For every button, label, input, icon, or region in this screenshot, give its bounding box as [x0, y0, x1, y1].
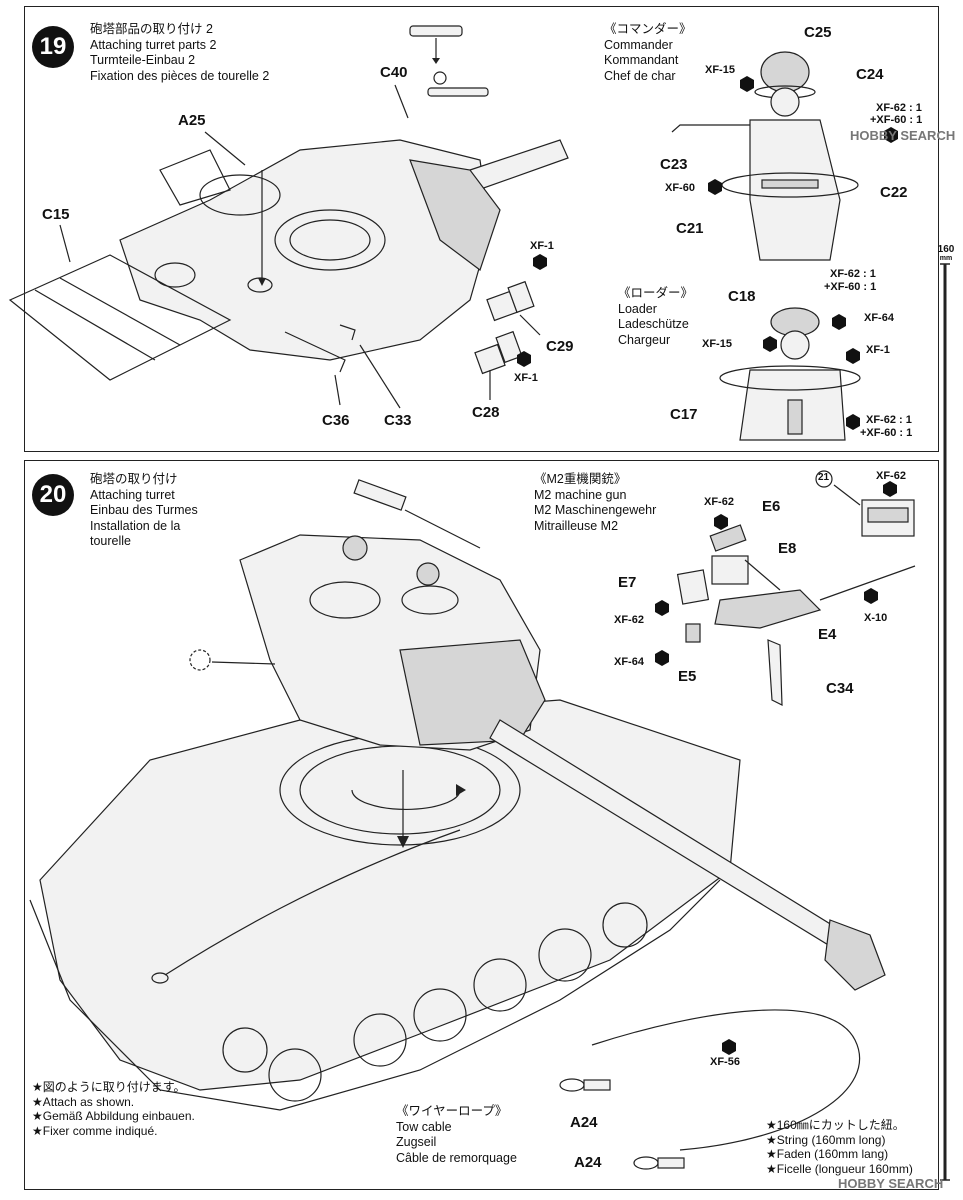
inset-ammo-box-illustration [815, 470, 915, 537]
step-19-title: 砲塔部品の取り付け 2 Attaching turret parts 2 Tur… [90, 22, 269, 84]
commander-title-fr: Chef de char [604, 68, 676, 83]
tow-cable-title-fr: Câble de remorquage [396, 1150, 517, 1165]
string-note-ja: ★160㎜にカットした紐。 [766, 1118, 905, 1132]
tow-cable-title: 《ワイヤーロープ》 Tow cable Zugseil Câble de rem… [396, 1104, 517, 1166]
commander-figure-illustration [671, 51, 898, 261]
part-label-c17: C17 [670, 406, 698, 423]
road-wheels [222, 902, 648, 1102]
part-label-c21: C21 [676, 220, 704, 237]
commander-title-en: Commander [604, 37, 673, 52]
paint-label-commander-xf60: XF-60 [665, 182, 695, 194]
watermark-bottom: HOBBY SEARCH [838, 1176, 944, 1191]
paint-label-commander-xf15: XF-15 [705, 64, 735, 76]
step-20-title-fr-2: tourelle [90, 534, 131, 548]
tow-cable-title-ja: 《ワイヤーロープ》 [396, 1104, 508, 1118]
part-label-a25: A25 [178, 112, 206, 129]
step-19-title-de: Turmteile-Einbau 2 [90, 53, 196, 67]
attach-note-ja: ★図のように取り付けます。 [32, 1080, 186, 1094]
part-label-a24-bottom: A24 [574, 1154, 602, 1171]
m2-title-ja: 《M2重機関銃》 [534, 472, 627, 486]
inset-ref-number: 21 [818, 472, 830, 483]
paint-label-loader-xf62-top: XF-62 : 1 [830, 268, 876, 280]
step-20-title: 砲塔の取り付け Attaching turret Einbau des Turm… [90, 472, 198, 550]
commander-title-de: Kommandant [604, 53, 679, 67]
paint-label-loader-xf62-bottom: XF-62 : 1 [866, 414, 912, 426]
commander-title-ja: 《コマンダー》 [604, 22, 692, 36]
m2-title-de: M2 Maschinengewehr [534, 503, 657, 517]
part-label-e4: E4 [818, 626, 837, 643]
loader-title-ja: 《ローダー》 [618, 286, 694, 300]
paint-label-m2-xf64: XF-64 [614, 656, 644, 668]
step-19-title-fr: Fixation des pièces de tourelle 2 [90, 68, 270, 83]
paint-label-loader-xf1: XF-1 [866, 344, 890, 356]
part-label-c34: C34 [826, 680, 854, 697]
paint-label-loader-xf15: XF-15 [702, 338, 732, 350]
attach-note-en: ★Attach as shown. [32, 1094, 135, 1109]
part-label-c40: C40 [380, 64, 408, 81]
part-label-c24: C24 [856, 66, 884, 83]
ruler-value: 160 [937, 244, 955, 255]
part-label-e5: E5 [678, 668, 697, 685]
ruler-unit: mm [939, 255, 953, 262]
loader-figure-illustration [719, 307, 861, 441]
step-20-title-ja: 砲塔の取り付け [90, 472, 178, 486]
paint-label-tow-xf56: XF-56 [710, 1056, 740, 1068]
part-label-a24-top: A24 [570, 1114, 598, 1131]
step-20-number: 20 [32, 474, 74, 516]
part-label-c36: C36 [322, 412, 350, 429]
step-20-title-de: Einbau des Turmes [90, 503, 198, 517]
part-label-e8: E8 [778, 540, 797, 557]
paint-label-xf1-b: XF-1 [514, 372, 538, 384]
tow-cable-illustration [559, 1009, 861, 1170]
m2-title: 《M2重機関銃》 M2 machine gun M2 Maschinengewe… [534, 472, 656, 534]
paint-label-loader-xf64: XF-64 [864, 312, 894, 324]
loader-title-fr: Chargeur [618, 332, 671, 347]
paint-label-loader-xf60-top: +XF-60 : 1 [824, 281, 877, 293]
part-label-c22: C22 [880, 184, 908, 201]
step-20-title-fr: Installation de la [90, 518, 181, 533]
loader-title-de: Ladeschütze [618, 317, 689, 331]
paint-label-commander-xf60-mix: +XF-60 : 1 [870, 114, 923, 126]
commander-title: 《コマンダー》 Commander Kommandant Chef de cha… [604, 22, 692, 84]
paint-label-m2-xf62-left: XF-62 [614, 614, 644, 626]
paint-label-inset-xf62: XF-62 [876, 470, 906, 482]
attach-note-fr: ★Fixer comme indiqué. [32, 1123, 158, 1138]
string-note-fr: ★Ficelle (longueur 160mm) [766, 1161, 913, 1176]
part-label-c25: C25 [804, 24, 832, 41]
tow-cable-title-de: Zugseil [396, 1135, 437, 1149]
part-label-c29: C29 [546, 338, 574, 355]
attach-note: ★図のように取り付けます。 ★Attach as shown. ★Gemäß A… [32, 1080, 195, 1138]
step-19-title-en: Attaching turret parts 2 [90, 37, 217, 52]
m2-title-fr: Mitrailleuse M2 [534, 518, 619, 533]
part-label-e6: E6 [762, 498, 781, 515]
part-label-c33: C33 [384, 412, 412, 429]
part-label-c23: C23 [660, 156, 688, 173]
loader-title: 《ローダー》 Loader Ladeschütze Chargeur [618, 286, 693, 348]
c40-detail-icon [409, 25, 489, 97]
paint-label-m2-x10: X-10 [864, 612, 888, 624]
loader-title-en: Loader [618, 301, 657, 316]
string-note: ★160㎜にカットした紐。 ★String (160mm long) ★Fade… [766, 1118, 913, 1176]
paint-label-m2-xf62-top: XF-62 [704, 496, 734, 508]
paint-label-commander-xf62: XF-62 : 1 [876, 102, 922, 114]
string-note-en: ★String (160mm long) [766, 1132, 886, 1147]
turret-parts-illustration [8, 25, 898, 441]
m2-machine-gun-illustration [655, 514, 916, 706]
step-19-number: 19 [32, 26, 74, 68]
attach-note-de: ★Gemäß Abbildung einbauen. [32, 1109, 195, 1123]
paint-label-loader-xf60-bottom: +XF-60 : 1 [860, 427, 913, 439]
part-label-c18: C18 [728, 288, 756, 305]
ruler-label: 160 mm [934, 244, 958, 262]
step-19-title-ja: 砲塔部品の取り付け 2 [90, 22, 213, 36]
step-20-title-en: Attaching turret [90, 487, 175, 502]
m2-title-en: M2 machine gun [534, 487, 627, 502]
watermark-top: HOBBY SEARCH [850, 128, 956, 143]
part-label-e7: E7 [618, 574, 637, 591]
string-note-de: ★Faden (160mm lang) [766, 1147, 889, 1161]
paint-label-xf1-a: XF-1 [530, 240, 554, 252]
tow-cable-title-en: Tow cable [396, 1119, 452, 1134]
part-label-c28: C28 [472, 404, 500, 421]
part-label-c15: C15 [42, 206, 70, 223]
